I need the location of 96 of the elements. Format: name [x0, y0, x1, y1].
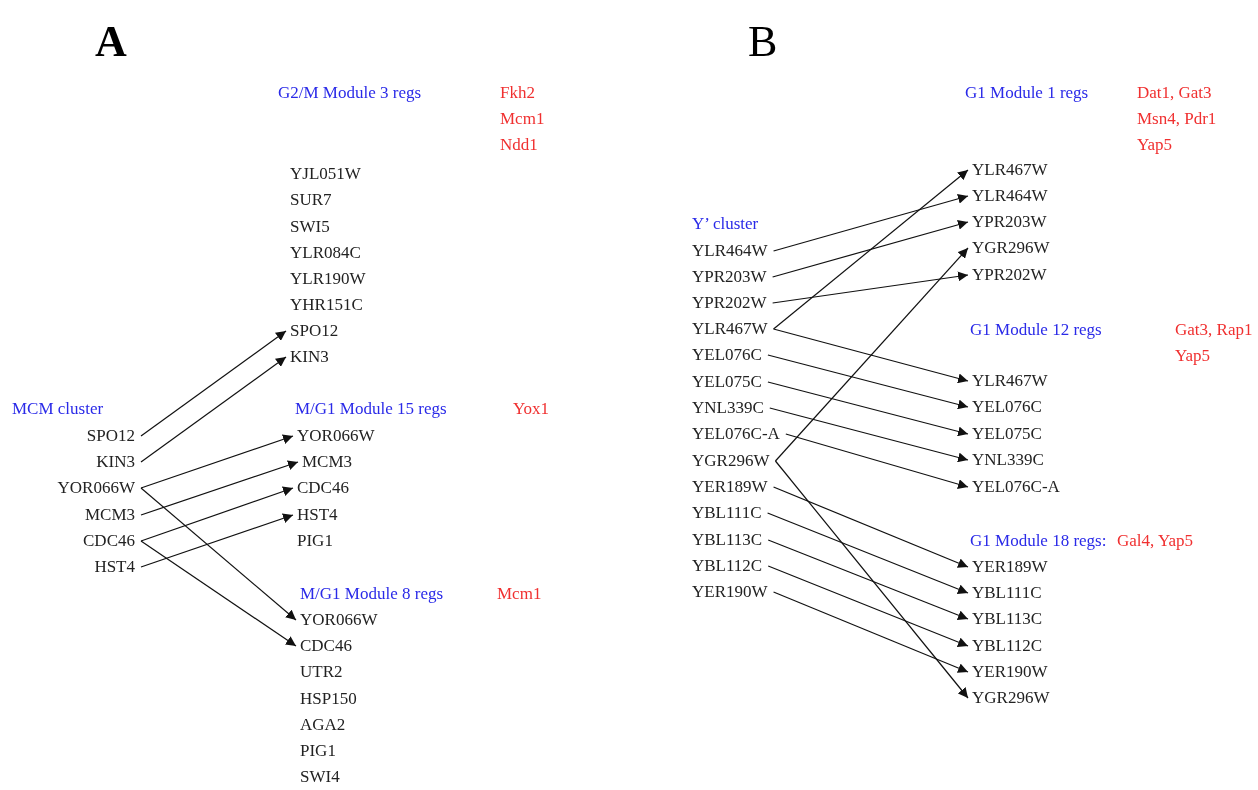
gene-name: YPR203W	[972, 212, 1047, 232]
module-header: MCM cluster	[12, 398, 104, 420]
arrow	[785, 433, 969, 489]
gene-name: YHR151C	[290, 295, 363, 315]
gene-name: YLR464W	[692, 241, 768, 261]
gene-name: YEL076C	[972, 397, 1042, 417]
gene-name: SWI4	[300, 767, 340, 787]
gene-name: PIG1	[297, 531, 333, 551]
module-header: G1 Module 12 regs	[970, 319, 1102, 341]
gene-name: YEL075C	[692, 372, 762, 392]
arrow	[767, 354, 969, 410]
arrow	[772, 219, 969, 278]
module-header: M/G1 Module 8 regs	[300, 583, 444, 605]
gene-name: HST4	[94, 557, 135, 577]
regulator-list: Gal4, Yap5	[1117, 528, 1237, 554]
arrow	[774, 247, 969, 462]
gene-name: UTR2	[300, 662, 343, 682]
gene-name: YOR066W	[57, 478, 135, 498]
gene-name: YLR084C	[290, 243, 361, 263]
gene-name: CDC46	[83, 531, 135, 551]
gene-name: YLR464W	[972, 186, 1048, 206]
arrow	[140, 487, 297, 621]
arrow	[140, 356, 287, 463]
arrow	[140, 434, 294, 489]
arrow	[772, 591, 969, 673]
module-header: G2/M Module 3 regs	[278, 82, 422, 104]
gene-name: YER189W	[972, 557, 1048, 577]
gene-name: YER190W	[972, 662, 1048, 682]
gene-name: YEL076C	[692, 345, 762, 365]
gene-name: YBL111C	[692, 503, 762, 523]
gene-name: YNL339C	[972, 450, 1044, 470]
arrow	[767, 512, 969, 594]
gene-name: KIN3	[290, 347, 329, 367]
gene-name: YEL075C	[972, 424, 1042, 444]
arrow	[140, 513, 294, 568]
gene-name: YPR202W	[692, 293, 767, 313]
gene-name: YGR296W	[972, 688, 1050, 708]
gene-name: YBL113C	[692, 530, 763, 550]
gene-name: YER189W	[692, 477, 768, 497]
gene-name: CDC46	[300, 636, 352, 656]
module-header: Y’ cluster	[692, 213, 759, 235]
gene-name: KIN3	[96, 452, 135, 472]
gene-name: YER190W	[692, 582, 768, 602]
gene-name: YLR190W	[290, 269, 366, 289]
gene-name: SPO12	[290, 321, 339, 341]
arrow	[767, 381, 969, 437]
gene-name: MCM3	[302, 452, 353, 472]
arrow	[140, 486, 294, 542]
gene-name: YLR467W	[972, 371, 1048, 391]
gene-name: YJL051W	[290, 164, 361, 184]
gene-name: YPR203W	[692, 267, 767, 287]
gene-name: YEL076C-A	[692, 424, 780, 444]
gene-name: YBL113C	[972, 609, 1043, 629]
arrow	[772, 169, 969, 330]
arrow	[772, 193, 969, 252]
gene-name: YOR066W	[300, 610, 378, 630]
regulator-list: Yox1	[513, 396, 563, 422]
arrow	[767, 539, 969, 620]
module-header: G1 Module 1 regs	[965, 82, 1089, 104]
gene-name: YGR296W	[972, 238, 1050, 258]
gene-name: PIG1	[300, 741, 336, 761]
gene-name: YGR296W	[692, 451, 770, 471]
arrow	[140, 460, 299, 516]
arrow	[774, 460, 969, 699]
gene-name: AGA2	[300, 715, 346, 735]
gene-name: YBL111C	[972, 583, 1042, 603]
gene-name: YBL112C	[972, 636, 1043, 656]
module-header: G1 Module 18 regs:	[970, 530, 1107, 552]
gene-name: CDC46	[297, 478, 349, 498]
arrow	[140, 540, 297, 647]
gene-name: HST4	[297, 505, 338, 525]
gene-name: MCM3	[84, 505, 135, 525]
panel-letter: B	[748, 18, 778, 66]
gene-name: YLR467W	[692, 319, 768, 339]
gene-name: YEL076C-A	[972, 477, 1060, 497]
regulator-list: Gat3, Rap1 Yap5	[1175, 317, 1258, 369]
arrow	[140, 330, 287, 437]
arrow	[772, 328, 969, 384]
gene-name: YNL339C	[692, 398, 764, 418]
gene-name: YOR066W	[297, 426, 375, 446]
gene-name: SPO12	[86, 426, 135, 446]
gene-name: YLR467W	[972, 160, 1048, 180]
regulator-list: Mcm1	[497, 581, 557, 607]
gene-name: YBL112C	[692, 556, 763, 576]
gene-name: SUR7	[290, 190, 332, 210]
arrow	[772, 486, 969, 568]
gene-name: YPR202W	[972, 265, 1047, 285]
regulator-list: Fkh2 Mcm1 Ndd1	[500, 80, 560, 158]
gene-name: HSP150	[300, 689, 357, 709]
gene-name: SWI5	[290, 217, 330, 237]
arrow	[767, 565, 969, 647]
arrow	[769, 407, 969, 463]
arrow	[772, 271, 969, 304]
regulator-list: Dat1, Gat3 Msn4, Pdr1 Yap5	[1137, 80, 1237, 158]
panel-letter: A	[95, 18, 127, 66]
module-header: M/G1 Module 15 regs	[295, 398, 447, 420]
